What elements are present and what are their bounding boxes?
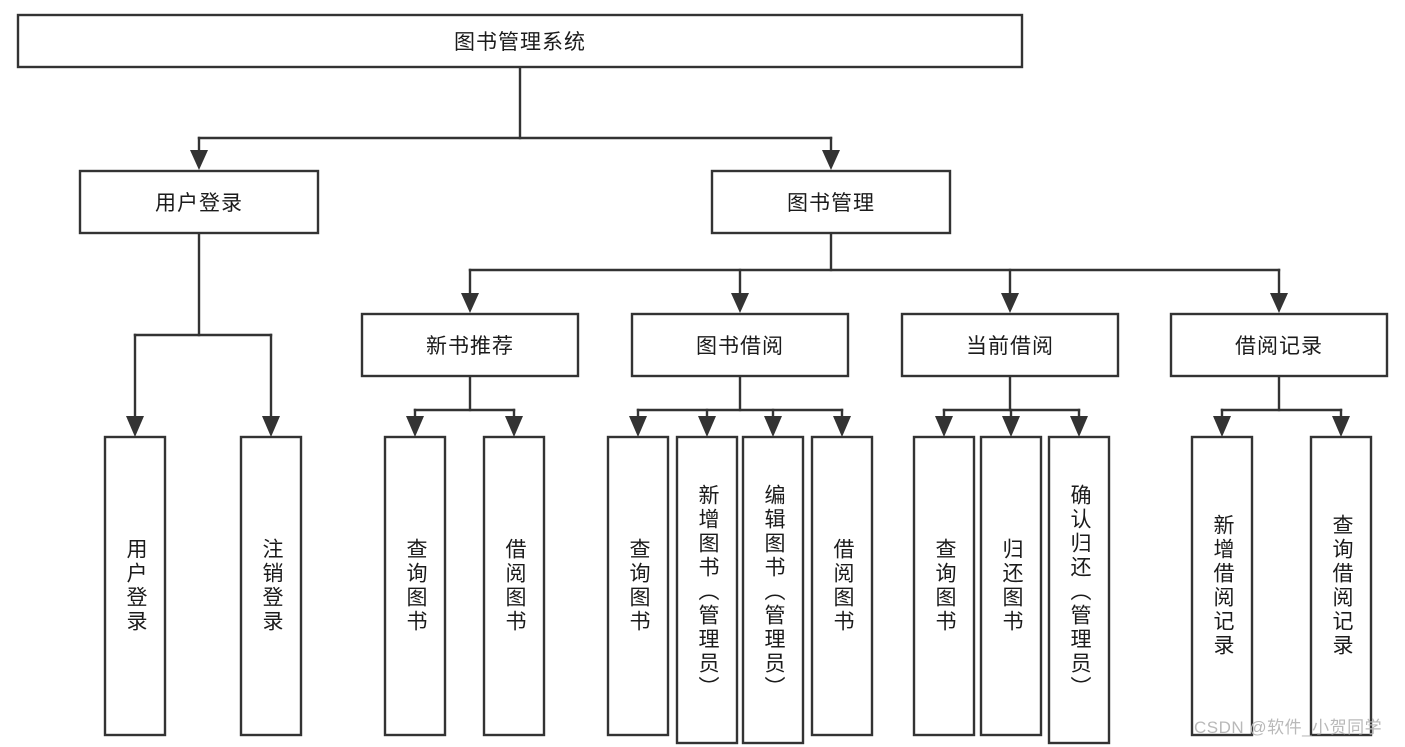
arrow-to-borrow-record (1270, 268, 1288, 313)
node-user-login[interactable] (78, 169, 320, 235)
csdn-watermark: CSDN @软件_小贺同学 (1194, 718, 1383, 737)
node-leaf-add-book[interactable] (675, 435, 739, 745)
node-leaf-query-book-1[interactable] (383, 435, 447, 737)
connector-borrow-record-to-leaves (1213, 374, 1350, 437)
node-leaf-logout-login[interactable] (239, 435, 303, 737)
node-new-book-recommend[interactable] (360, 312, 580, 378)
node-root[interactable] (16, 13, 1024, 69)
node-borrow-record[interactable] (1169, 312, 1389, 378)
node-leaf-query-record[interactable] (1309, 435, 1373, 737)
connector-new-book-recommend-to-leaves (406, 374, 523, 437)
node-leaf-user-login[interactable] (103, 435, 167, 737)
node-leaf-query-book-2[interactable] (606, 435, 670, 737)
node-book-management[interactable] (710, 169, 952, 235)
node-leaf-add-record[interactable] (1190, 435, 1254, 737)
node-leaf-query-book-3[interactable] (912, 435, 976, 737)
node-current-borrow[interactable] (900, 312, 1120, 378)
node-leaf-borrow-book-1[interactable] (482, 435, 546, 737)
connector-book-borrow-to-leaves (629, 374, 851, 437)
arrow-to-book-borrow (731, 268, 749, 313)
connector-current-borrow-to-leaves (935, 374, 1088, 437)
connector-user-login-to-leaves (126, 231, 280, 437)
node-leaf-edit-book[interactable] (741, 435, 805, 745)
arrow-to-new-book-recommend (461, 268, 479, 313)
connector-root-to-level2 (197, 65, 833, 140)
node-leaf-return-book[interactable] (979, 435, 1043, 737)
node-leaf-confirm-return[interactable] (1047, 435, 1111, 745)
arrow-to-current-borrow (1001, 268, 1019, 313)
arrow-root-to-book-management (822, 136, 840, 170)
connector-book-management-to-level3 (468, 231, 1281, 272)
arrow-root-to-user-login (190, 136, 208, 170)
node-book-borrow[interactable] (630, 312, 850, 378)
node-leaf-borrow-book-2[interactable] (810, 435, 874, 737)
